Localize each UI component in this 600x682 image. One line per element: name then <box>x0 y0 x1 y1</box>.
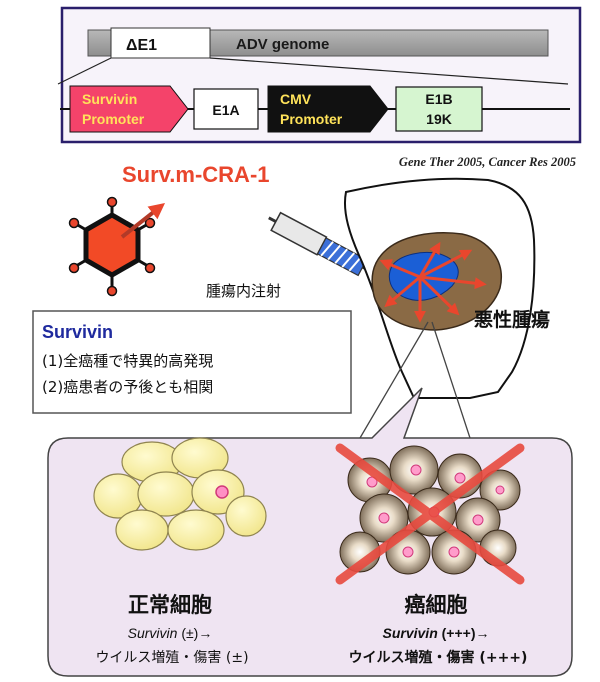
normal-cell-line1: Survivin (±)→ <box>128 625 213 641</box>
injection-label: 腫瘍内注射 <box>206 282 281 300</box>
survivin-promoter-arrow <box>69 85 189 133</box>
zoom-line-left <box>57 57 112 85</box>
survivin-box-title: Survivin <box>42 322 113 342</box>
cancer-cell-line2: ウイルス増殖・傷害 (+++) <box>349 649 528 666</box>
delta-e1-label: ΔE1 <box>126 37 157 54</box>
cmv-promoter-line2: Promoter <box>280 111 343 127</box>
normal-cell-line2: ウイルス増殖・傷害 (±) <box>95 649 248 666</box>
survivin-box-line2: (2)癌患者の予後とも相関 <box>42 378 213 396</box>
survivin-info-box <box>32 310 352 414</box>
e1a-label: E1A <box>212 102 239 118</box>
construct-frame: ΔE1 ADV genome Survivin Promoter E1A CMV… <box>57 6 582 144</box>
zoom-line-right <box>209 57 569 85</box>
e1b-box <box>395 86 483 132</box>
virus-dot-normal <box>215 485 229 499</box>
e1b-line2: 19K <box>426 111 452 127</box>
cancer-cell-cluster <box>339 445 521 575</box>
e1a-box <box>193 88 259 130</box>
normal-cell-cluster <box>93 437 267 551</box>
cancer-cell-status: (+++)→ <box>438 625 490 641</box>
adv-genome-label: ADV genome <box>236 36 329 53</box>
cancer-cell-survivin: Survivin <box>383 625 438 641</box>
cmv-promoter-arrow <box>267 85 389 133</box>
virus-name: Surv.m-CRA-1 <box>122 162 270 187</box>
e1b-line1: E1B <box>425 91 452 107</box>
tumor-mass <box>371 232 502 331</box>
normal-cell-status: (±)→ <box>177 625 212 641</box>
cross-mark-icon <box>335 443 525 585</box>
cmv-promoter-line1: CMV <box>280 91 312 107</box>
callout-pointer-left <box>359 321 429 439</box>
normal-cell-title: 正常細胞 <box>128 593 212 617</box>
normal-cell-survivin: Survivin <box>128 625 178 641</box>
survivin-promoter-line1: Survivin <box>82 91 137 107</box>
delta-e1-box <box>110 27 211 59</box>
virus-particle-icon <box>68 196 166 297</box>
cancer-cell-line1: Survivin (+++)→ <box>383 625 490 641</box>
citation: Gene Ther 2005, Cancer Res 2005 <box>399 155 576 169</box>
cancer-cell-title: 癌細胞 <box>405 593 468 617</box>
survivin-box-line1: (1)全癌種で特異的高発現 <box>42 352 213 370</box>
callout-pointer-right <box>431 321 471 439</box>
tumor-label: 悪性腫瘍 <box>474 308 550 331</box>
survivin-promoter-line2: Promoter <box>82 111 145 127</box>
